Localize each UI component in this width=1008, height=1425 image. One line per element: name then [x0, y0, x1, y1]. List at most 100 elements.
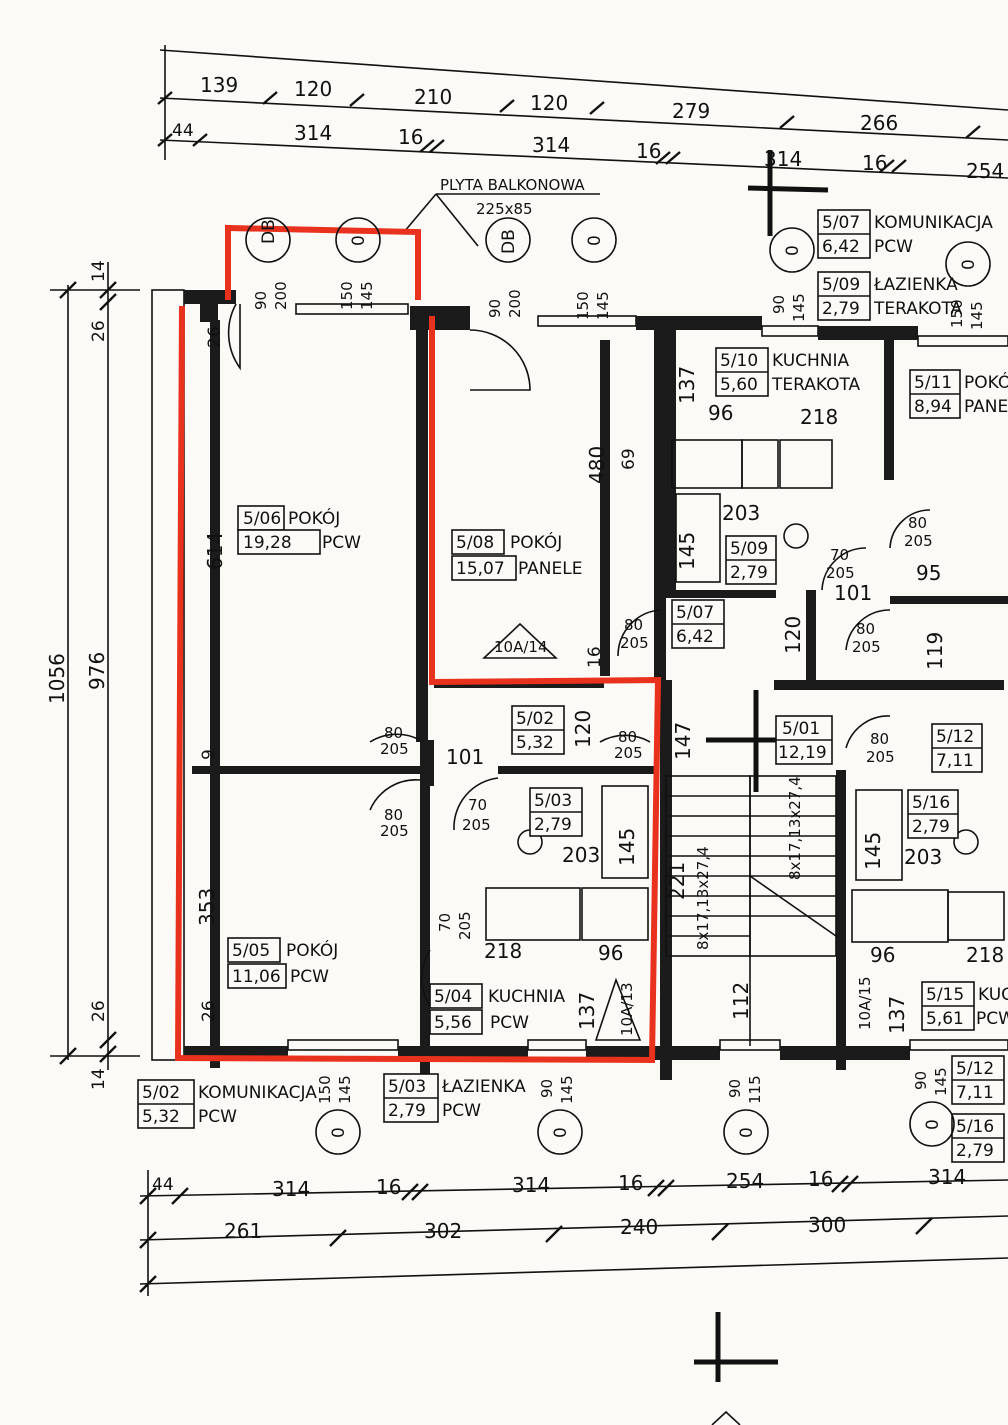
dim: 218: [966, 943, 1004, 967]
room-area: 12,19: [778, 743, 827, 763]
wl: 145: [558, 1075, 576, 1104]
legend-area: 2,79: [956, 1141, 994, 1161]
wl: 90: [770, 295, 788, 314]
dim: 221: [665, 862, 689, 900]
marker-label: 0: [329, 1127, 349, 1138]
marker-label: DB: [259, 219, 279, 244]
wl: 150: [574, 291, 592, 320]
room-finish: PCW: [322, 533, 361, 553]
dim-top-279: 279: [672, 99, 710, 123]
dim: 95: [916, 561, 941, 585]
door-h: 205: [380, 740, 409, 758]
wl: 150: [338, 281, 356, 310]
stair-markers: 10A/14 10A/13 10A/15 8x17,13x27,4 8x17,1…: [481, 622, 874, 1041]
door-h: 205: [456, 911, 474, 940]
legend-finish: PCW: [874, 237, 913, 257]
wl: 145: [336, 1075, 354, 1104]
door-w: 80: [384, 806, 403, 824]
marker-label: 0: [959, 259, 979, 270]
marker-4: 0: [571, 217, 617, 263]
legend-top: 5/07 KOMUNIKACJA 6,42 PCW 5/09 ŁAZIENKA …: [817, 209, 993, 321]
door-w: 70: [830, 546, 849, 564]
stair-info: 8x17,13x27,4: [694, 846, 712, 950]
legend-name: ŁAZIENKA: [441, 1077, 526, 1097]
dim-top-120b: 120: [530, 91, 568, 115]
marker-label: 0: [923, 1119, 943, 1130]
dim: 16: [585, 646, 605, 668]
balcony-size: 225x85: [476, 200, 533, 218]
dim-bot2-240: 240: [620, 1215, 658, 1239]
room-finish: PCW: [290, 967, 329, 987]
legend-code: 5/12: [956, 1059, 994, 1079]
dim-top2-314b: 314: [532, 133, 570, 157]
marker-7: 0: [315, 1109, 361, 1155]
room-finish: PCW: [490, 1013, 529, 1033]
stair-tag: 10A/15: [856, 977, 874, 1031]
dim: 101: [446, 745, 484, 769]
dim-bot-16a: 16: [376, 1175, 401, 1199]
legend-bottom: 5/02 KOMUNIKACJA 5,32 PCW 5/03 ŁAZIENKA …: [137, 1055, 1005, 1163]
marker-3: DB: [485, 217, 531, 263]
room-area: 11,06: [232, 967, 281, 987]
dim: 96: [870, 943, 895, 967]
door-h: 205: [866, 748, 895, 766]
legend-area: 5,32: [142, 1107, 180, 1127]
door-h: 205: [852, 638, 881, 656]
dim-top2-314a: 314: [294, 121, 332, 145]
stair-tag: 10A/13: [618, 983, 636, 1037]
door-w: 80: [618, 728, 637, 746]
marker-label: 0: [349, 235, 369, 246]
legend-finish: PCW: [198, 1107, 237, 1127]
legend-area: 2,79: [822, 299, 860, 319]
left-dimensions: 1056 976 14 26 26 14: [45, 260, 140, 1090]
wl: 90: [726, 1079, 744, 1098]
wl: 150: [316, 1075, 334, 1104]
wl: 145: [790, 293, 808, 322]
apartment-highlight-outline: [174, 224, 662, 1064]
axis-cross-bottom: [694, 1312, 778, 1382]
marker-5: 0: [769, 227, 815, 273]
room-5-11: 5/11 POKÓ 8,94 PANEL: [909, 369, 1008, 419]
room-finish: PANEL: [964, 397, 1008, 417]
door-swings: [227, 303, 931, 1007]
legend-code: 5/02: [142, 1083, 180, 1103]
marker-2: 0: [335, 217, 381, 263]
room-5-15: 5/15 KUC 5,61 PCW: [921, 981, 1008, 1031]
room-area: 15,07: [456, 559, 505, 579]
wl: 90: [912, 1071, 930, 1090]
room-code: 5/08: [456, 533, 494, 553]
dim-left-26b: 26: [89, 1000, 109, 1022]
dim: 218: [484, 939, 522, 963]
room-area: 2,79: [730, 563, 768, 583]
dim: 69: [619, 448, 639, 470]
room-code: 5/02: [516, 709, 554, 729]
dim: 145: [675, 532, 699, 570]
room-area: 2,79: [912, 817, 950, 837]
room-code: 5/09: [730, 539, 768, 559]
room-name: POKÓJ: [288, 507, 340, 529]
dim-bot-314a: 314: [272, 1177, 310, 1201]
room-name: KUCHNIA: [772, 351, 850, 371]
room-area: 6,42: [676, 627, 714, 647]
room-5-05: 5/05 POKÓJ 11,06 PCW: [227, 937, 338, 989]
dim: 203: [562, 843, 600, 867]
room-area: 5,32: [516, 733, 554, 753]
dim: 353: [195, 888, 219, 926]
legend-name: KOMUNIKACJA: [198, 1083, 317, 1103]
dim: 120: [571, 710, 595, 748]
kitchen-fixtures: [485, 439, 1005, 943]
room-5-03: 5/03 2,79: [529, 787, 583, 837]
room-5-02: 5/02 5,32: [511, 705, 565, 755]
dim-left-26a: 26: [89, 320, 109, 342]
door-labels: 80 205 80 205 70 205 80 205 80 205 80 20…: [380, 514, 933, 940]
north-arrow-tip: [711, 1410, 741, 1425]
room-finish: TERAKOTA: [771, 375, 861, 395]
room-code: 5/03: [534, 791, 572, 811]
dim-bot2-300: 300: [808, 1213, 846, 1237]
room-area: 5,56: [434, 1013, 472, 1033]
legend-name: ŁAZIENKA: [873, 275, 958, 295]
room-5-16: 5/16 2,79: [907, 789, 959, 839]
marker-6: 0: [945, 241, 991, 287]
room-code: 5/05: [232, 941, 270, 961]
